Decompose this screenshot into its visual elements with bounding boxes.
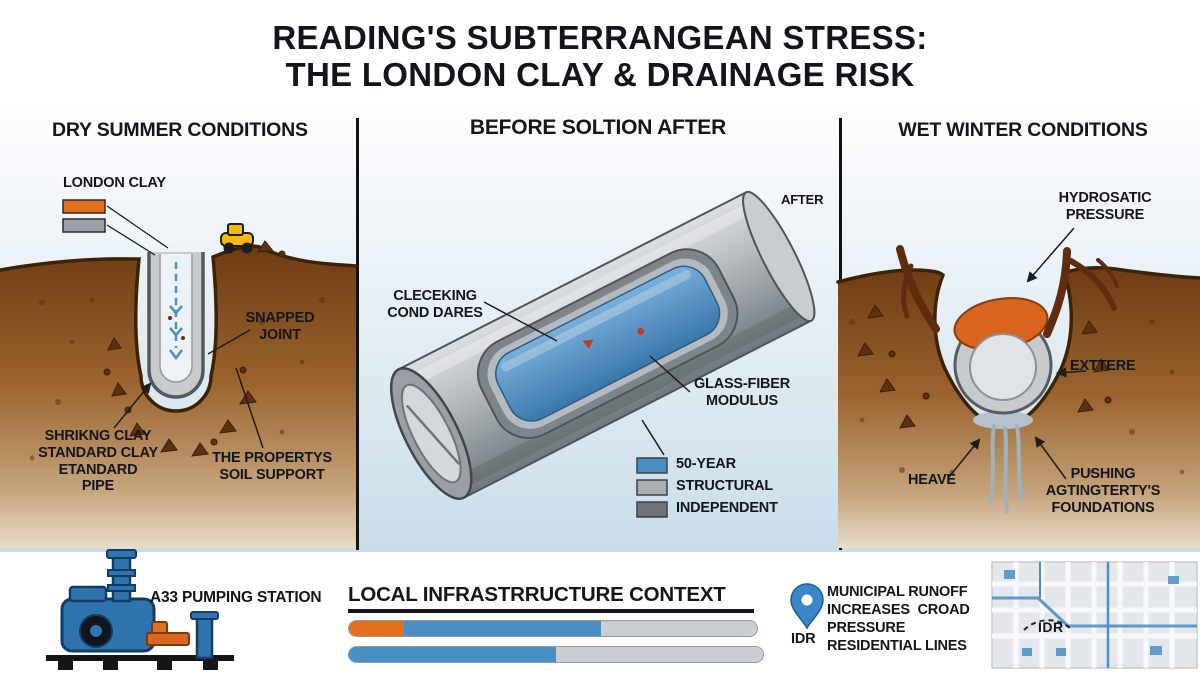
glass-fiber-label: GLASS-FIBER MODULUS: [693, 376, 791, 409]
leak-drips: [988, 424, 1024, 514]
bar1-orange-segment: [349, 621, 404, 636]
divider-left: [356, 118, 359, 550]
pushing-label: PUSHING AGTINGTERTY'S FOUNDATIONS: [1045, 466, 1161, 516]
wet-soil: [838, 267, 1200, 548]
dry-soil-texture: [29, 297, 325, 461]
pipe-legend: [636, 457, 668, 518]
legend-label-50-year: 50-YEAR: [676, 456, 736, 472]
wet-soil-texture: [849, 319, 1185, 475]
infrastructure-heading: LOCAL INFRASTRRUCTURE CONTEXT: [348, 583, 726, 606]
shrinking-clay-label: SHRIKNG CLAY STANDARD CLAY ETANDARD PIPE: [38, 428, 158, 495]
map-street-grid: [992, 562, 1197, 668]
london-clay-label: LONDON CLAY: [63, 175, 166, 191]
map-idr-label: IDR: [1038, 619, 1064, 635]
dry-pipe: [147, 252, 205, 399]
glass-fiber-liner: [495, 265, 721, 422]
exttere-label: EXTTERE: [1070, 358, 1136, 374]
pumping-station-illustration: [46, 549, 234, 670]
infrastructure-bar-1: [348, 620, 758, 637]
legend-swatch-independent: [636, 501, 668, 518]
roots: [896, 245, 1119, 338]
wet-clay-clods: [857, 304, 1112, 429]
dry-soil: [0, 246, 356, 548]
map-dashed-route: [1023, 619, 1073, 631]
after-label: AFTER: [781, 192, 824, 207]
pumping-station-label: A33 PUMPING STATION: [150, 589, 322, 606]
center-leader-lines: [483, 301, 691, 456]
page-title: READING'S SUBTERRANGEAN STRESS: THE LOND…: [272, 19, 928, 93]
snapped-joint-label: SNAPPED JOINT: [245, 310, 315, 343]
pipe-cutaway-illustration: [389, 190, 816, 518]
compactor-icon: [220, 223, 254, 254]
cracking-label: CLECEKING COND DARES: [387, 288, 483, 321]
wet-trench-illustration: [836, 227, 1200, 548]
map-water-lines: [992, 562, 1197, 668]
wet-leader-lines: [948, 227, 1087, 480]
map-buildings: [1004, 570, 1179, 656]
wet-panel-heading: WET WINTER CONDITIONS: [898, 119, 1148, 141]
map-pin-icon: [790, 583, 824, 630]
pin-idr-label: IDR: [791, 631, 816, 647]
defect-mark: [582, 339, 594, 349]
infrastructure-underline: [348, 609, 754, 613]
defect-mark: [637, 327, 645, 335]
dry-panel-heading: DRY SUMMER CONDITIONS: [52, 119, 308, 141]
bar2-gray-segment: [556, 647, 763, 662]
heave-label: HEAVE: [908, 472, 956, 488]
dry-clay-clods: [103, 240, 286, 457]
bar2-blue-segment: [349, 647, 556, 662]
legend-label-structural: STRUCTURAL: [676, 478, 774, 494]
london-clay-swatches: [62, 199, 169, 256]
bar1-gray-segment: [601, 621, 757, 636]
hydrostatic-label: HYDROSATIC PRESSURE: [1058, 190, 1152, 223]
wet-pipe: [953, 297, 1053, 415]
legend-label-independent: INDEPENDENT: [676, 500, 778, 516]
center-panel-heading: BEFORE SOLTION AFTER: [469, 116, 727, 139]
infrastructure-bar-2: [348, 646, 764, 663]
runoff-text: MUNICIPAL RUNOFF INCREASES CROAD PRESSUR…: [827, 584, 970, 655]
clay-swatch-gray: [62, 218, 106, 233]
bar1-blue-segment: [404, 621, 601, 636]
soil-support-label: THE PROPERTYS SOIL SUPPORT: [212, 450, 332, 483]
clay-swatch-orange: [62, 199, 106, 214]
dry-trench-illustration: [0, 199, 358, 548]
street-map: [991, 561, 1198, 669]
legend-swatch-50-year: [636, 457, 668, 474]
dry-leader-lines: [113, 329, 264, 449]
legend-swatch-structural: [636, 479, 668, 496]
pipe-far-end: [742, 190, 816, 323]
